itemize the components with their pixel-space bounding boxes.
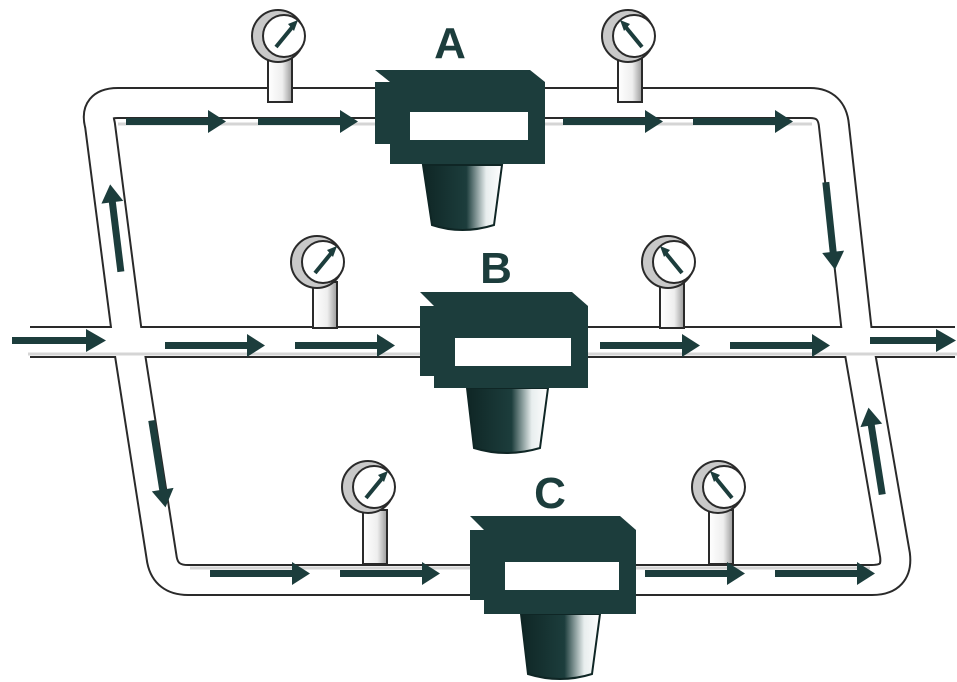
flow-arrow-icon bbox=[822, 181, 845, 270]
flow-arrow-icon bbox=[210, 562, 310, 585]
pressure-gauge-icon bbox=[601, 9, 656, 103]
flow-arrow-icon bbox=[12, 329, 106, 352]
pressure-gauge-icon bbox=[290, 235, 345, 329]
flow-arrow-icon bbox=[126, 110, 226, 133]
units: A B C bbox=[375, 19, 636, 680]
unit-a-label: A bbox=[434, 19, 466, 68]
flow-arrow-icon bbox=[101, 184, 125, 273]
flow-arrow-icon bbox=[775, 562, 875, 585]
unit-b: B bbox=[420, 244, 588, 454]
pressure-gauge-icon bbox=[251, 9, 306, 103]
pressure-gauge-icon bbox=[341, 460, 396, 565]
unit-c: C bbox=[470, 469, 636, 680]
flow-arrow-icon bbox=[693, 110, 793, 133]
flow-arrow-icon bbox=[870, 329, 956, 352]
flow-arrow-icon bbox=[645, 562, 745, 585]
flow-arrow-icon bbox=[295, 334, 395, 357]
pressure-gauge-icon bbox=[641, 235, 696, 329]
unit-b-label: B bbox=[480, 244, 512, 293]
flow-arrow-icon bbox=[563, 110, 663, 133]
flow-arrow-icon bbox=[148, 419, 174, 508]
gauges bbox=[251, 9, 746, 565]
flow-arrow-icon bbox=[165, 334, 265, 357]
flow-arrow-icon bbox=[600, 334, 700, 357]
flow-arrows bbox=[12, 110, 956, 585]
flow-arrow-icon bbox=[860, 407, 886, 496]
pressure-gauge-icon bbox=[691, 460, 746, 565]
unit-c-label: C bbox=[534, 469, 566, 518]
unit-a: A bbox=[375, 19, 545, 231]
flow-arrow-icon bbox=[258, 110, 358, 133]
flow-arrow-icon bbox=[340, 562, 440, 585]
flow-arrow-icon bbox=[730, 334, 830, 357]
